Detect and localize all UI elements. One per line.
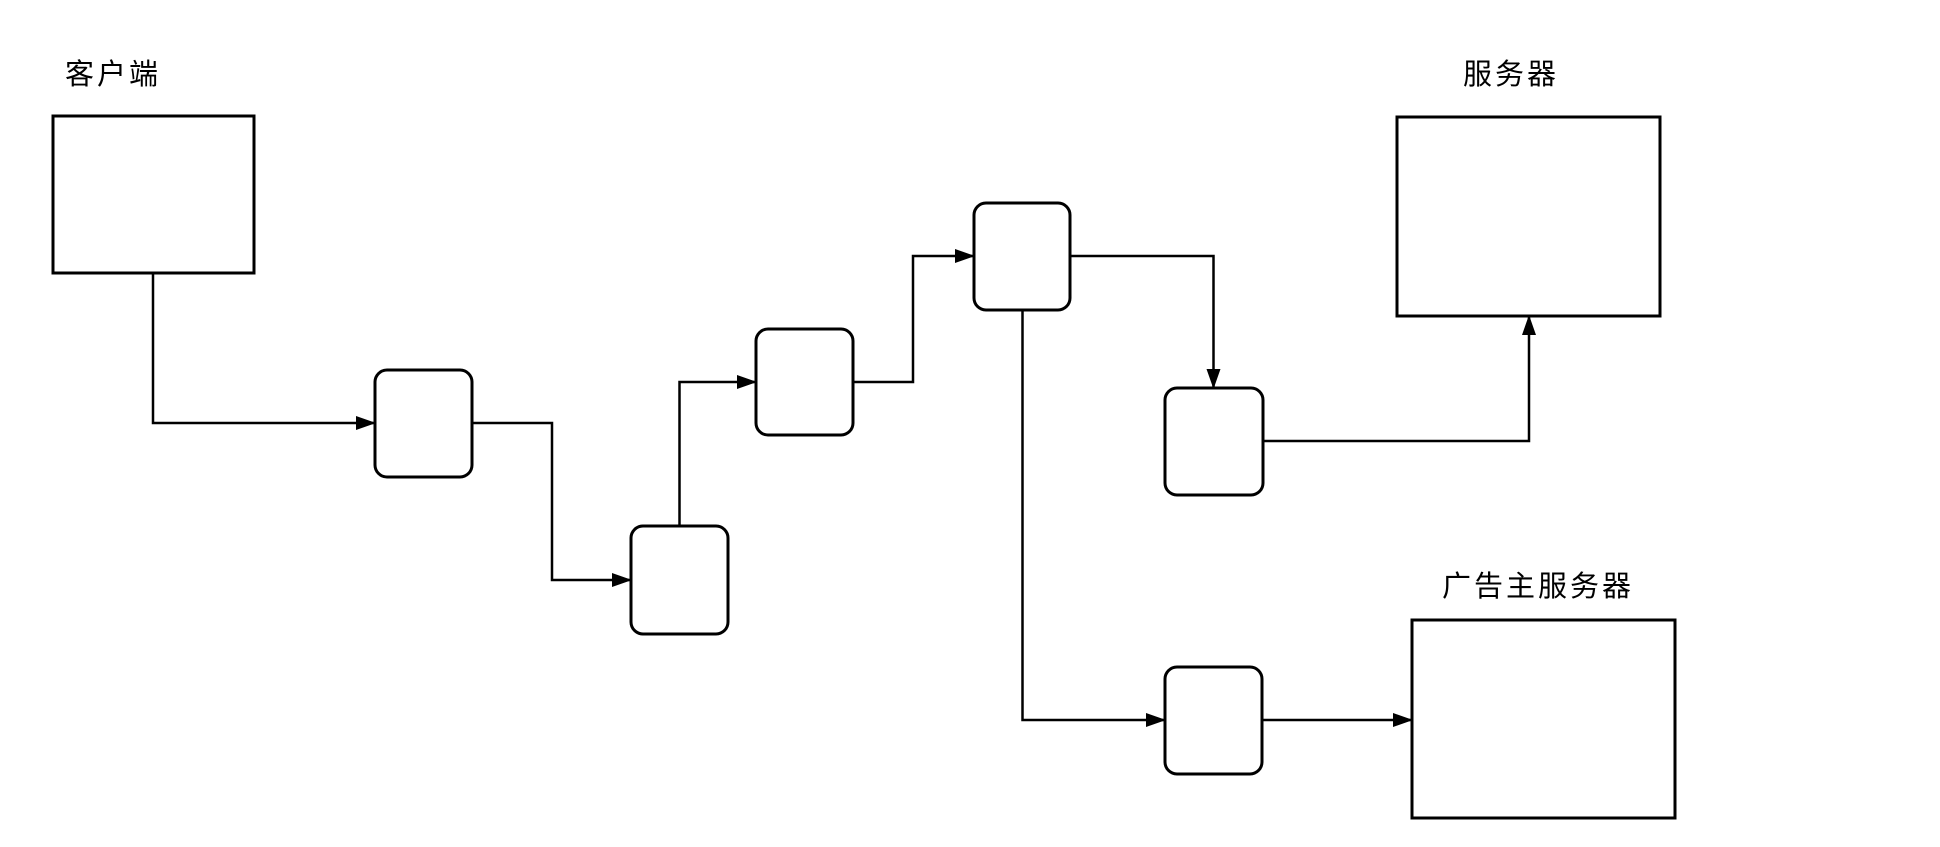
step-5 <box>1163 386 1265 497</box>
edges-layer <box>151 249 1536 727</box>
nodes-layer <box>51 114 1677 820</box>
server-box <box>1395 115 1662 318</box>
edge-step4-to-step5 <box>1070 254 1221 389</box>
client-label: 客户端 <box>65 57 162 91</box>
server-label: 服务器 <box>1463 57 1560 91</box>
advertiser-server-label: 广告主服务器 <box>1442 569 1635 603</box>
step-4 <box>972 201 1072 312</box>
step-3 <box>754 327 855 437</box>
advertiser-box <box>1410 618 1677 820</box>
edge-client-to-step1 <box>151 273 376 430</box>
step-6 <box>1163 665 1264 776</box>
edge-step5-to-server <box>1263 315 1536 443</box>
edge-step4-to-step6 <box>1021 310 1166 727</box>
edge-step2-to-step3 <box>678 375 757 526</box>
step-2 <box>629 524 730 636</box>
edge-step3-to-step4 <box>853 249 975 384</box>
step-1 <box>373 368 474 479</box>
edge-step1-to-step2 <box>472 421 632 587</box>
client-box <box>51 114 256 275</box>
